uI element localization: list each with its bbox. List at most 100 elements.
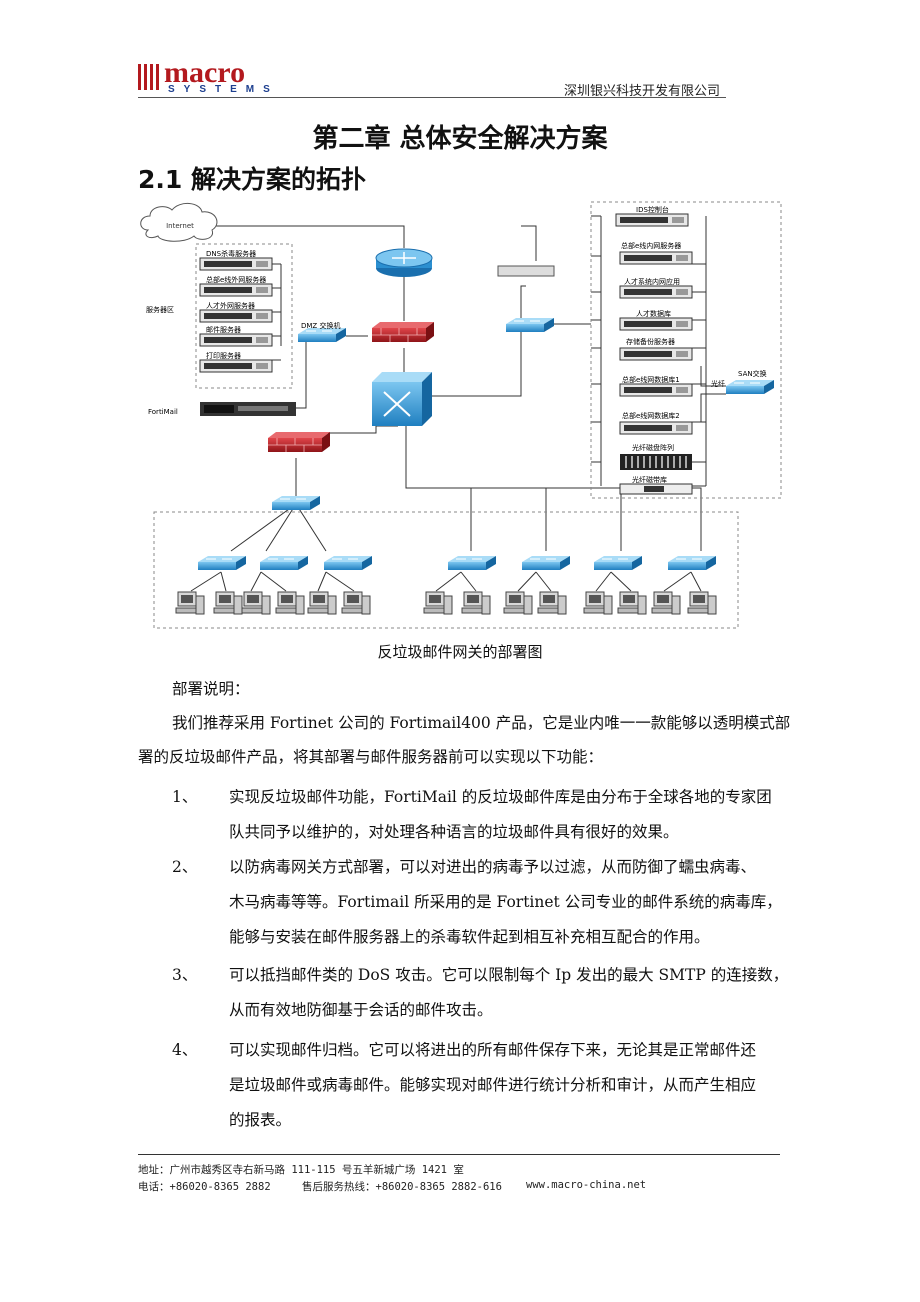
list-number: 1、 [172, 788, 198, 806]
list-number: 3、 [172, 966, 198, 984]
server-zone-label: 服务器区 [146, 305, 174, 314]
pc-icon [537, 591, 567, 615]
pc-icon [651, 591, 681, 615]
list-item-line: 可以抵挡邮件类的 DoS 攻击。它可以限制每个 Ip 发出的最大 SMTP 的连… [229, 966, 789, 984]
device-icon [619, 285, 693, 299]
internet-cloud-icon: Internet [140, 203, 218, 242]
access-switch-icon [259, 555, 309, 571]
section-title: 2.1 解决方案的拓扑 [138, 165, 366, 194]
dmz-switch-icon [297, 327, 347, 343]
access-switch-icon [593, 555, 643, 571]
pc-icon [461, 591, 491, 615]
lower-firewall-icon [267, 431, 331, 453]
paragraph-line: 我们推荐采用 Fortinet 公司的 Fortimail400 产品，它是业内… [172, 714, 791, 732]
device-label: 总部e线网数据库2 [622, 411, 680, 420]
dmz-switch-label: DMZ 交换机 [301, 321, 340, 330]
pc-icon [503, 591, 533, 615]
access-switch-icon [197, 555, 247, 571]
pc-icon [423, 591, 453, 615]
server-icon [199, 257, 273, 271]
server-icon [199, 309, 273, 323]
logo-subtitle: SYSTEMS [168, 84, 279, 95]
server-label: 打印服务器 [206, 351, 241, 360]
logo-bars [138, 64, 160, 90]
device-label: 总部e线内网服务器 [621, 241, 681, 250]
network-topology-diagram: Internet DMZ 交换机 服务器区 DNS杀毒服务器 总部e线外网服务器… [140, 201, 782, 629]
san-switch-icon [725, 379, 775, 395]
core-switch-icon [372, 372, 432, 426]
chapter-title: 第二章 总体安全解决方案 [312, 124, 608, 154]
company-name: 深圳银兴科技开发有限公司 [563, 84, 720, 99]
distribution-switch-icon [271, 495, 321, 511]
device-label: 光纤磁带库 [632, 475, 667, 484]
device-icon [615, 213, 689, 227]
access-switch-icon [667, 555, 717, 571]
server-icon [199, 359, 273, 373]
device-icon [619, 383, 693, 397]
pc-icon [213, 591, 243, 615]
server-label: 邮件服务器 [206, 325, 241, 334]
access-switch-icon [323, 555, 373, 571]
device-label: 总部e线网数据库1 [622, 375, 680, 384]
figure-caption: 反垃圾邮件网关的部署图 [377, 643, 543, 661]
device-icon [619, 347, 693, 361]
macro-logo: macro SYSTEMS [138, 56, 298, 96]
device-label: 人才系统内网应用 [624, 277, 680, 286]
device-label: 人才数据库 [636, 309, 671, 318]
list-item-line: 是垃圾邮件或病毒邮件。能够实现对邮件进行统计分析和审计，从而产生相应 [229, 1076, 757, 1094]
server-label: 人才外网服务器 [206, 301, 255, 310]
access-switch-icon [521, 555, 571, 571]
server-label: 总部e线外网服务器 [206, 275, 266, 284]
right-device-list: IDS控制台 总部e线内网服务器 人才系统内网应用 人才数据库 存储备份服务器 … [615, 205, 693, 495]
pc-icon [617, 591, 647, 615]
list-item-line: 以防病毒网关方式部署，可以对进出的病毒予以过滤，从而防御了蠕虫病毒、 [229, 858, 757, 876]
pc-icon [583, 591, 613, 615]
device-label: IDS控制台 [636, 205, 669, 214]
pc-icon [341, 591, 371, 615]
logo-word: macro [164, 56, 246, 89]
san-switch-label: SAN交换 [738, 369, 767, 378]
server-label: DNS杀毒服务器 [206, 249, 256, 258]
internal-switch-icon [505, 317, 555, 333]
server-icon [199, 283, 273, 297]
list-item-line: 木马病毒等等。Fortimail 所采用的是 Fortinet 公司专业的邮件系… [229, 893, 782, 911]
footer-divider [138, 1154, 780, 1155]
device-icon [619, 251, 693, 265]
disk-array-icon [620, 454, 692, 470]
server-icon [199, 333, 273, 347]
device-label: 光纤磁盘阵列 [632, 443, 674, 452]
list-number: 4、 [172, 1041, 198, 1059]
footer-website[interactable]: www.macro-china.net [526, 1179, 647, 1191]
pc-icon [307, 591, 337, 615]
server-list: DNS杀毒服务器 总部e线外网服务器 人才外网服务器 邮件服务器 打印服务器 [199, 249, 273, 373]
pc-icon [687, 591, 717, 615]
core-firewall-icon [371, 321, 435, 343]
intro-label: 部署说明： [172, 680, 250, 698]
access-switches [197, 555, 717, 571]
header-divider [138, 97, 726, 98]
device-icon [619, 317, 693, 331]
tape-library-icon [619, 483, 693, 495]
fiber-label: 光纤 [711, 379, 725, 388]
footer-service-hotline: 售后服务热线：+86020-8365 2882-616 [302, 1181, 502, 1193]
internet-label: Internet [166, 222, 194, 230]
device-label: 存储备份服务器 [626, 337, 675, 346]
paragraph-line: 署的反垃圾邮件产品，将其部署与邮件服务器前可以实现以下功能： [138, 748, 604, 766]
list-item-line: 可以实现邮件归档。它可以将进出的所有邮件保存下来，无论其是正常邮件还 [229, 1041, 757, 1059]
workstations [175, 591, 717, 615]
pc-icon [275, 591, 305, 615]
list-item-line: 实现反垃圾邮件功能，FortiMail 的反垃圾邮件库是由分布于全球各地的专家团 [229, 788, 772, 806]
list-item-line: 队共同予以维护的，对处理各种语言的垃圾邮件具有很好的效果。 [229, 823, 679, 841]
fortimail-label: FortiMail [148, 408, 178, 416]
list-item-line: 的报表。 [229, 1111, 292, 1129]
list-item-line: 从而有效地防御基于会话的邮件攻击。 [229, 1001, 493, 1019]
router-icon [375, 248, 433, 277]
device-icon [619, 421, 693, 435]
pc-icon [175, 591, 205, 615]
access-switch-icon [447, 555, 497, 571]
footer-phone: 电话：+86020-8365 2882 [138, 1181, 271, 1193]
footer-address: 地址：广州市越秀区寺右新马路 111-115 号五羊新城广场 1421 室 [138, 1164, 464, 1176]
pc-icon [241, 591, 271, 615]
fortimail-appliance-icon [200, 402, 296, 416]
hub-icon [497, 265, 555, 277]
